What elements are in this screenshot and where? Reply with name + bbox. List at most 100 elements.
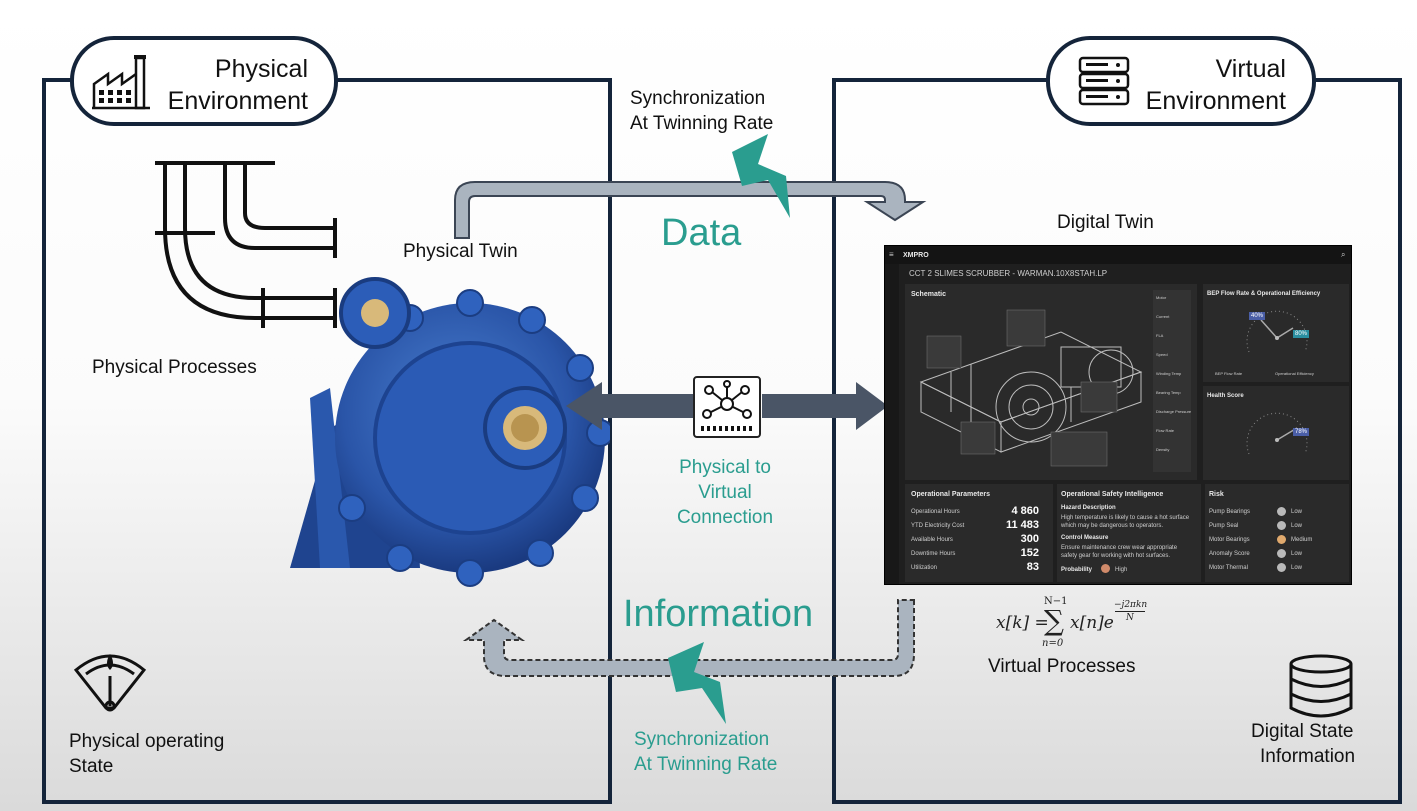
probability-label: Probability bbox=[1061, 567, 1093, 573]
risk-status-dot bbox=[1277, 563, 1286, 572]
information-label: Information bbox=[623, 593, 814, 635]
physical-title-line1: Physical bbox=[214, 55, 308, 83]
motor-readout-item: Winding Temp bbox=[1156, 371, 1182, 376]
risk-row-label: Motor Thermal bbox=[1209, 565, 1248, 571]
digital-twin-dashboard: ≡ XMPRO ⌕ CCT 2 SLIMES SCRUBBER - WARMAN… bbox=[884, 245, 1352, 585]
ops-row-value: 4 860 bbox=[1011, 505, 1039, 517]
bep-legend-1: BEP Flow Rate bbox=[1215, 371, 1243, 376]
ops-row-label: YTD Electricity Cost bbox=[911, 523, 965, 529]
dashboard-sidebar bbox=[885, 264, 899, 584]
eq-fraction-bar bbox=[1115, 611, 1145, 612]
motor-readout-item: Flow Rate bbox=[1156, 428, 1175, 433]
connection-line3: Connection bbox=[676, 507, 774, 528]
digital-state-line2: Information bbox=[1260, 746, 1356, 767]
risk-row-label: Pump Bearings bbox=[1209, 509, 1251, 515]
motor-readout-item: Speed bbox=[1156, 352, 1168, 357]
motor-readout-item: Bearing Temp bbox=[1156, 390, 1181, 395]
eq-sum-top: N−1 bbox=[1044, 596, 1068, 607]
physical-state-line2: State bbox=[69, 756, 114, 777]
bep-flow-pct: 40% bbox=[1249, 312, 1266, 320]
physical-processes-label: Physical Processes bbox=[92, 357, 257, 378]
ops-title: Operational Parameters bbox=[911, 491, 990, 498]
physical-twin-label: Physical Twin bbox=[403, 241, 518, 262]
slurry-pump-image bbox=[270, 268, 614, 593]
sync-top-line1: Synchronization bbox=[630, 88, 766, 109]
dashboard-brand: XMPRO bbox=[903, 252, 929, 259]
risk-row-value: Low bbox=[1291, 551, 1303, 557]
menu-icon[interactable]: ≡ bbox=[889, 250, 894, 259]
risk-row-value: Low bbox=[1291, 523, 1303, 529]
ops-row-label: Operational Hours bbox=[911, 509, 960, 515]
network-connection-icon bbox=[693, 376, 761, 438]
risk-title: Risk bbox=[1209, 491, 1224, 498]
risk-status-dot bbox=[1277, 535, 1286, 544]
eq-term: x[n]e bbox=[1070, 613, 1114, 633]
digital-twin-label: Digital Twin bbox=[1057, 212, 1154, 233]
ops-row-value: 152 bbox=[1020, 547, 1039, 559]
control-text: Ensure maintenance crew wear appropriate… bbox=[1061, 545, 1178, 559]
ops-card bbox=[905, 484, 1053, 582]
lightning-icon bbox=[728, 134, 798, 225]
dashboard-topbar bbox=[885, 246, 1351, 264]
dft-equation: x[k] = N−1 ∑ n=0 x[n]e −j2πkn N bbox=[996, 596, 1156, 652]
risk-row-value: Medium bbox=[1291, 537, 1313, 543]
virtual-environment-header: Virtual Environment bbox=[1046, 36, 1316, 126]
virtual-title-line2: Environment bbox=[1145, 87, 1286, 115]
eq-exp-den: N bbox=[1126, 613, 1134, 623]
search-icon[interactable]: ⌕ bbox=[1341, 250, 1346, 259]
probability-dot bbox=[1101, 564, 1110, 573]
physical-state-line1: Physical operating bbox=[69, 731, 225, 752]
safety-title: Operational Safety Intelligence bbox=[1061, 491, 1164, 498]
risk-row-value: Low bbox=[1291, 509, 1303, 515]
dashboard-title: CCT 2 SLIMES SCRUBBER - WARMAN.10X8STAH.… bbox=[909, 269, 1108, 278]
pump-schematic-drawing bbox=[911, 302, 1151, 477]
risk-row-label: Pump Seal bbox=[1209, 523, 1239, 529]
sync-bottom-line2: At Twinning Rate bbox=[634, 754, 778, 775]
eq-lhs: x[k] = bbox=[996, 613, 1049, 633]
motor-readout-item: FLA bbox=[1156, 333, 1164, 338]
eq-sum-bottom: n=0 bbox=[1042, 638, 1064, 649]
lightning-icon bbox=[664, 642, 734, 731]
pipes-icon bbox=[155, 158, 345, 343]
bep-gauge bbox=[1241, 302, 1313, 371]
ops-row-value: 11 483 bbox=[1005, 519, 1039, 531]
schematic-title: Schematic bbox=[911, 291, 947, 298]
virtual-title-line1: Virtual bbox=[1215, 55, 1286, 83]
health-title: Health Score bbox=[1207, 393, 1244, 399]
bep-title: BEP Flow Rate & Operational Efficiency bbox=[1207, 291, 1321, 297]
sync-top-line2: At Twinning Rate bbox=[630, 113, 774, 134]
ops-row-value: 300 bbox=[1020, 533, 1039, 545]
probability-value: High bbox=[1115, 567, 1128, 573]
gauge-icon bbox=[72, 648, 148, 717]
connection-line1: Physical to bbox=[679, 457, 771, 478]
risk-status-dot bbox=[1277, 507, 1286, 516]
ops-row-label: Downtime Hours bbox=[911, 551, 956, 557]
bep-card bbox=[1203, 284, 1349, 382]
digital-state-line1: Digital State bbox=[1251, 721, 1354, 742]
hazard-text: High temperature is likely to cause a ho… bbox=[1061, 515, 1190, 529]
risk-status-dot bbox=[1277, 549, 1286, 558]
motor-readout-item: Current bbox=[1156, 314, 1170, 319]
connection-arrow bbox=[566, 380, 890, 437]
health-card bbox=[1203, 386, 1349, 480]
connection-line2: Virtual bbox=[698, 482, 752, 503]
data-label: Data bbox=[661, 212, 742, 254]
physical-environment-header: Physical Environment bbox=[70, 36, 338, 126]
risk-row-label: Motor Bearings bbox=[1209, 537, 1250, 543]
eq-exp-num: −j2πkn bbox=[1114, 600, 1148, 610]
hazard-title: Hazard Description bbox=[1061, 505, 1116, 511]
motor-readout-card bbox=[1153, 290, 1191, 472]
ops-row-label: Utilization bbox=[911, 565, 938, 571]
risk-row-value: Low bbox=[1291, 565, 1303, 571]
bep-legend-2: Operational Efficiency bbox=[1275, 371, 1314, 376]
safety-card bbox=[1057, 484, 1201, 582]
server-icon bbox=[1078, 54, 1130, 113]
risk-row-label: Anomaly Score bbox=[1209, 551, 1250, 557]
efficiency-pct: 80% bbox=[1293, 330, 1310, 338]
factory-icon bbox=[90, 54, 152, 117]
motor-readout-item: Discharge Pressure bbox=[1156, 409, 1192, 414]
virtual-processes-label: Virtual Processes bbox=[988, 656, 1136, 677]
ops-row-label: Available Hours bbox=[911, 537, 953, 543]
health-gauge bbox=[1241, 404, 1313, 473]
motor-readout-item: Density bbox=[1156, 447, 1170, 452]
